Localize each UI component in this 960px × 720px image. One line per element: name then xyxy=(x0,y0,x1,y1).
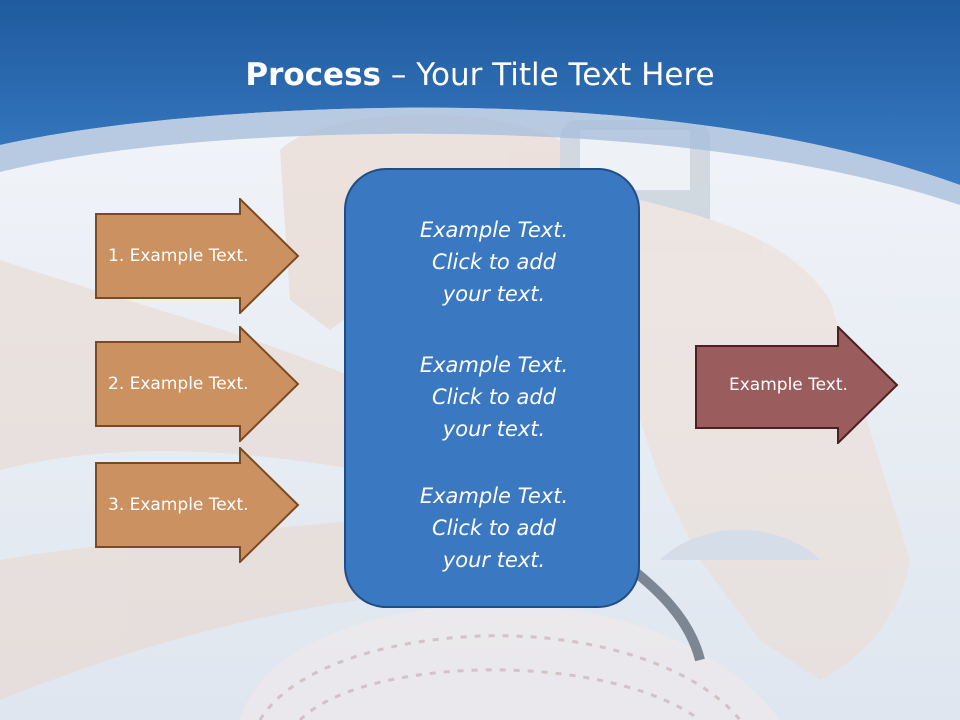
text-line: Click to add xyxy=(431,250,556,274)
arrow-label: 3. Example Text. xyxy=(108,495,249,515)
text-line: Click to add xyxy=(431,385,556,409)
result-arrow[interactable]: Example Text. xyxy=(695,326,901,444)
arrow-label: Example Text. xyxy=(729,375,848,395)
text-block-3: Example Text. Click to add your text. xyxy=(346,480,642,576)
text-line: Example Text. xyxy=(419,353,569,377)
page-title: Process – Your Title Text Here xyxy=(0,54,960,96)
text-line: your text. xyxy=(442,548,546,572)
process-arrow-2[interactable]: 2. Example Text. xyxy=(95,326,301,442)
arrow-shape xyxy=(95,447,300,563)
arrow-label: 2. Example Text. xyxy=(108,374,249,394)
text-line: Example Text. xyxy=(419,484,569,508)
center-text-box[interactable]: Example Text. Click to add your text. Ex… xyxy=(344,168,640,608)
process-arrow-1[interactable]: 1. Example Text. xyxy=(95,198,301,314)
text-block-2: Example Text. Click to add your text. xyxy=(346,349,642,445)
text-block-1: Example Text. Click to add your text. xyxy=(346,214,642,310)
text-line: Click to add xyxy=(431,516,556,540)
title-rest: – Your Title Text Here xyxy=(381,57,715,93)
arrow-shape xyxy=(695,326,899,444)
text-line: your text. xyxy=(442,417,546,441)
arrow-shape xyxy=(95,326,300,442)
title-bold: Process xyxy=(245,57,381,93)
text-line: Example Text. xyxy=(419,218,569,242)
arrow-shape xyxy=(95,198,300,314)
text-line: your text. xyxy=(442,282,546,306)
arrow-label: 1. Example Text. xyxy=(108,246,249,266)
process-arrow-3[interactable]: 3. Example Text. xyxy=(95,447,301,563)
